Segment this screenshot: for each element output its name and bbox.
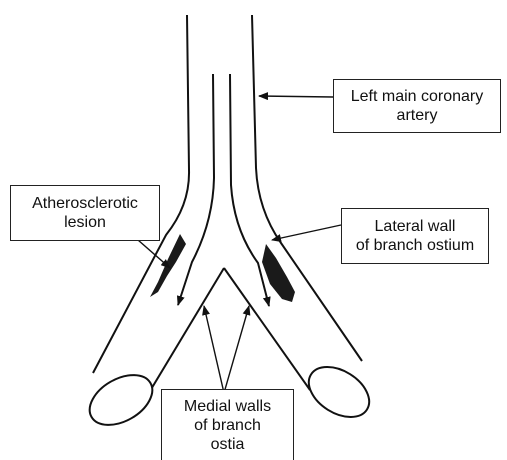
right-outer-wall [252,15,362,361]
medial-arrow-left [204,306,224,393]
left-branch-opening [81,365,161,435]
lateral-label-line1: Lateral wall [375,217,456,236]
lateral-arrow [272,225,341,240]
atherosclerotic-lesion-right [262,244,295,302]
lateral-label-line2: of branch ostium [356,236,474,255]
atherosclerotic-label-line2: lesion [64,213,106,232]
athero-arrow [138,240,170,268]
left-main-label-line2: artery [397,106,438,125]
atherosclerotic-label-line1: Atherosclerotic [32,194,138,213]
medial-wall-right [224,268,310,390]
lesions [150,234,295,302]
atherosclerotic-lesion-label: Atherosclerotic lesion [10,185,160,241]
leader-arrows [138,96,341,393]
medial-label-line1: Medial walls [184,397,271,416]
lateral-wall-label: Lateral wall of branch ostium [341,208,489,264]
lmca-arrow [259,96,333,97]
left-main-coronary-artery-label: Left main coronary artery [333,79,501,133]
left-main-label-line1: Left main coronary [351,87,484,106]
flow-line-right [230,74,269,306]
medial-label-line2: of branch [194,416,261,435]
medial-walls-label: Medial walls of branch ostia [161,389,294,460]
flow-line-left [178,74,214,305]
medial-label-line3: ostia [211,435,245,454]
medial-arrow-right [224,306,249,393]
right-branch-opening [300,357,378,428]
